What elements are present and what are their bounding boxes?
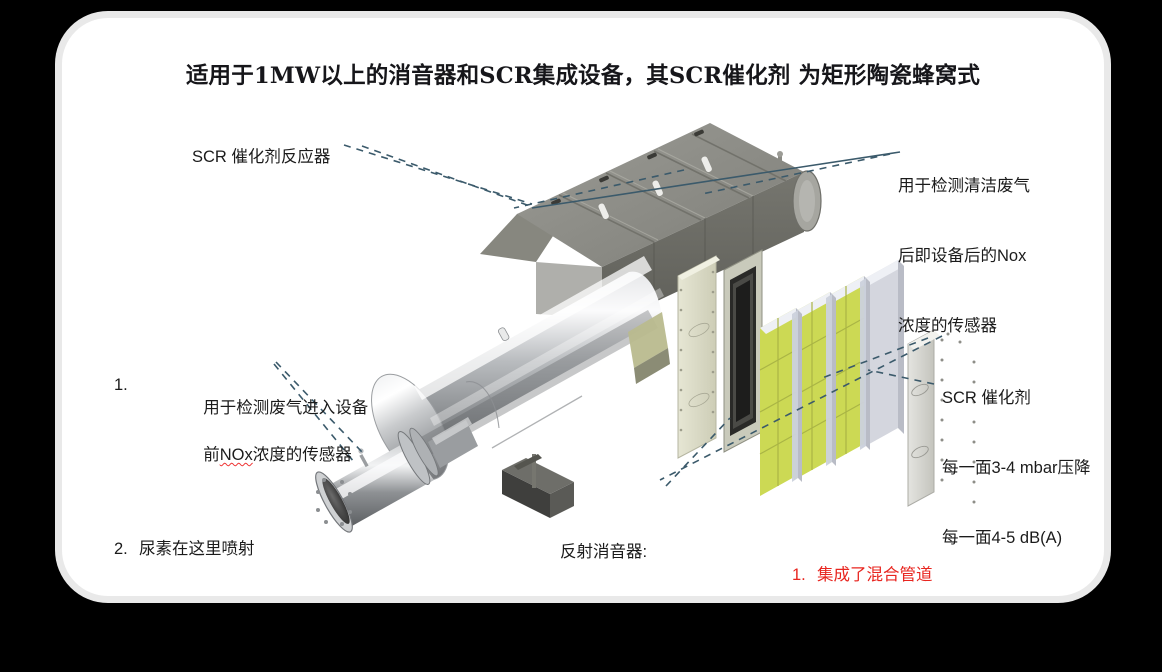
misspelling-marker: NOx	[219, 445, 253, 464]
leader-outlet-sensor	[531, 151, 901, 209]
slide-canvas: 适用于1MW以上的消音器和SCR集成设备，其SCR催化剂 为矩形陶瓷蜂窝式	[62, 18, 1104, 596]
label-silencer: 反射消音器: 10 mbar压降	[560, 542, 648, 561]
outlet-end-plate	[907, 329, 976, 507]
benefits-numbered-list: 1. 集成了混合管道 2. 更加稳定 3. 节省大量空间	[792, 517, 933, 596]
support-bracket-foot	[502, 454, 574, 518]
list-item: 1. 用于检测废气进入设备 前NOx浓度的传感器	[114, 375, 369, 464]
outlet-nox-sensor-stub	[777, 151, 783, 170]
list-item: 1. 集成了混合管道	[792, 565, 933, 584]
inlet-numbered-list: 1. 用于检测废气进入设备 前NOx浓度的传感器 2. 尿素在这里喷射	[114, 327, 368, 596]
label-outlet-sensor: 用于检测清洁废气 后即设备后的Nox 浓度的传感器	[898, 176, 1030, 336]
reactor-duct-opening	[723, 249, 763, 453]
catalyst-module-array	[759, 260, 904, 496]
leader-lines	[275, 144, 943, 481]
label-inlet-sensor-list: 1. 用于检测废气进入设备 前NOx浓度的传感器 2. 尿素在这里喷射	[114, 280, 368, 596]
leader-reactor	[343, 144, 533, 205]
reflective-silencer-cylinder	[371, 256, 664, 481]
inlet-flange-pipe	[315, 417, 478, 533]
inlet-nox-sensor-boss	[498, 327, 510, 342]
page-title: 适用于1MW以上的消音器和SCR集成设备，其SCR催化剂 为矩形陶瓷蜂窝式	[185, 63, 981, 89]
catalyst-column	[862, 260, 904, 448]
list-item: 2. 尿素在这里喷射	[114, 539, 255, 558]
silencer-internal-core	[628, 312, 670, 384]
label-catalyst: SCR 催化剂 每一面3-4 mbar压降 每一面4-5 dB(A)	[942, 388, 1091, 548]
leader-reactor-b	[513, 169, 685, 209]
slide-card: 适用于1MW以上的消音器和SCR集成设备，其SCR催化剂 为矩形陶瓷蜂窝式	[62, 18, 1104, 596]
label-scr-reactor: SCR 催化剂反应器	[192, 148, 331, 166]
scr-silencer-3d-illustration	[273, 123, 976, 533]
reactor-cream-panel-left	[677, 255, 720, 459]
leader-catalyst	[821, 337, 929, 379]
leader-silencer	[659, 335, 943, 481]
label-benefits: 1. 集成了混合管道 2. 更加稳定 3. 节省大量空间	[792, 470, 933, 596]
